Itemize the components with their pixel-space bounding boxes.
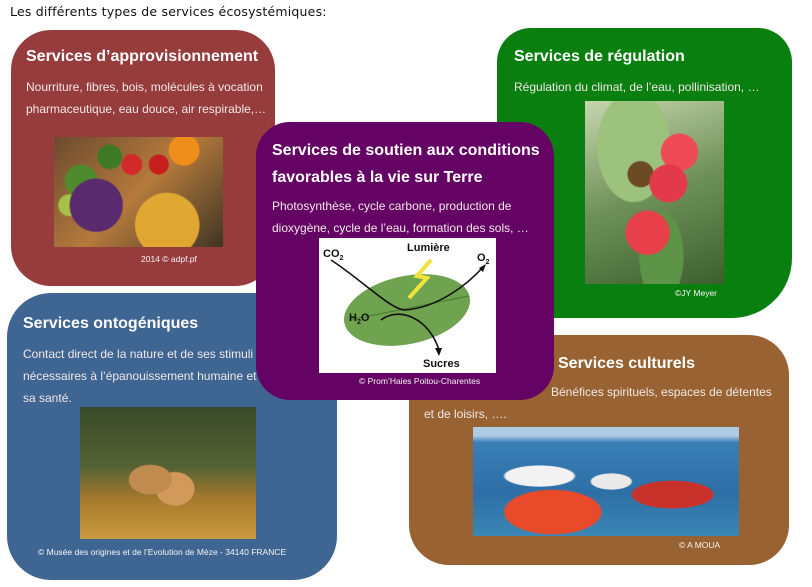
bee-on-red-flower-photo	[585, 101, 724, 284]
fruits-and-vegetables-photo	[54, 137, 223, 247]
light-label: Lumière	[407, 242, 450, 254]
sugars-label: Sucres	[423, 358, 460, 370]
outrigger-canoe-race-photo	[473, 427, 739, 536]
card-title: Services de régulation	[514, 48, 685, 65]
card-description: Bénéfices spirituels, espaces de détente…	[424, 385, 772, 421]
photo-credit: ©JY Meyer	[675, 288, 718, 298]
o2-label: O2	[477, 252, 490, 267]
card-support-services: Services de soutien aux conditions favor…	[256, 122, 554, 400]
page-title: Les différents types de services écosyst…	[10, 4, 327, 19]
card-description: Contact direct de la nature et de ses st…	[23, 347, 267, 405]
leaf-icon	[330, 258, 486, 356]
card-description: Photosynthèse, cycle carbone, production…	[272, 199, 529, 235]
h2o-label: H2O	[349, 312, 370, 327]
card-title: Services d’approvisionnement	[26, 48, 259, 65]
card-title: Services de soutien aux conditions favor…	[272, 142, 540, 186]
card-title: Services culturels	[558, 355, 695, 372]
photo-credit: © A MOUA	[679, 540, 721, 550]
co2-label: CO2	[323, 248, 344, 263]
photo-credit: © Prom’Haies Poitou-Charentes	[359, 376, 481, 386]
card-description: Régulation du climat, de l’eau, pollinis…	[514, 80, 760, 94]
card-title: Services ontogéniques	[23, 315, 199, 332]
photosynthesis-diagram: CO2 Lumière O2 H2O Sucres	[319, 238, 496, 373]
card-provisioning-services: Services d’approvisionnement Nourriture,…	[11, 30, 275, 286]
card-description: Nourriture, fibres, bois, molécules à vo…	[26, 80, 267, 116]
early-humans-in-forest-photo	[80, 407, 256, 539]
photo-credit: © Musée des origines et de l’Evolution d…	[38, 547, 287, 557]
photo-credit: 2014 © adpf.pf	[141, 254, 197, 264]
